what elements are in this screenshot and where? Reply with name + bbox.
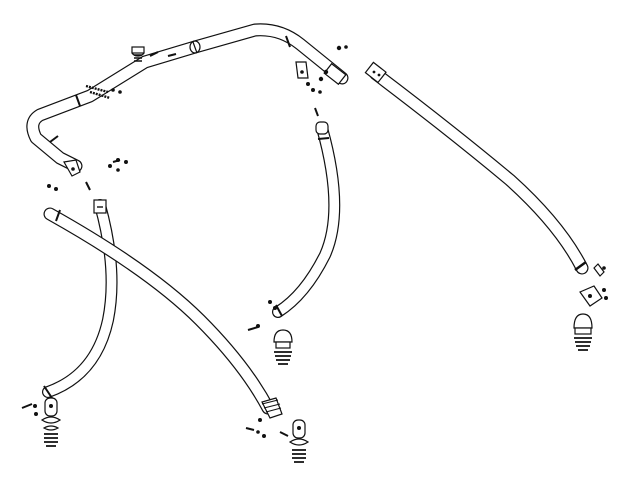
joint-ring — [75, 94, 81, 107]
bracket-hole — [71, 167, 75, 171]
hinge-bracket — [579, 263, 605, 307]
mounting-foot — [573, 313, 593, 351]
joint-ring — [55, 209, 61, 222]
mounting-foot — [40, 397, 62, 447]
end-sleeve — [315, 121, 329, 135]
joint-ring — [285, 35, 291, 48]
center-leg-tube — [272, 121, 341, 318]
knob-with-bolt — [131, 46, 177, 62]
mounting-foot — [288, 419, 310, 463]
joint-ring — [192, 41, 198, 54]
top-frame-tube — [26, 23, 349, 177]
nut — [33, 404, 266, 438]
joint-ring — [43, 385, 53, 399]
nut — [256, 300, 277, 328]
bolt — [21, 326, 289, 437]
joint-ring — [49, 135, 59, 143]
bolt — [85, 84, 122, 100]
joint-ring — [275, 304, 283, 317]
front-left-leg-tube — [43, 207, 283, 419]
hinge-bracket — [295, 61, 309, 79]
end-sleeve — [323, 62, 347, 86]
joint-ring — [574, 261, 587, 271]
right-leg-tube — [364, 61, 589, 275]
bracket-hole — [300, 70, 304, 74]
tube-end-opening — [189, 40, 201, 54]
bolt — [85, 107, 319, 191]
nut — [306, 45, 348, 94]
mounting-foot — [273, 329, 293, 365]
end-sleeve — [364, 61, 387, 84]
nut — [602, 266, 608, 300]
joint-ring — [317, 137, 330, 140]
